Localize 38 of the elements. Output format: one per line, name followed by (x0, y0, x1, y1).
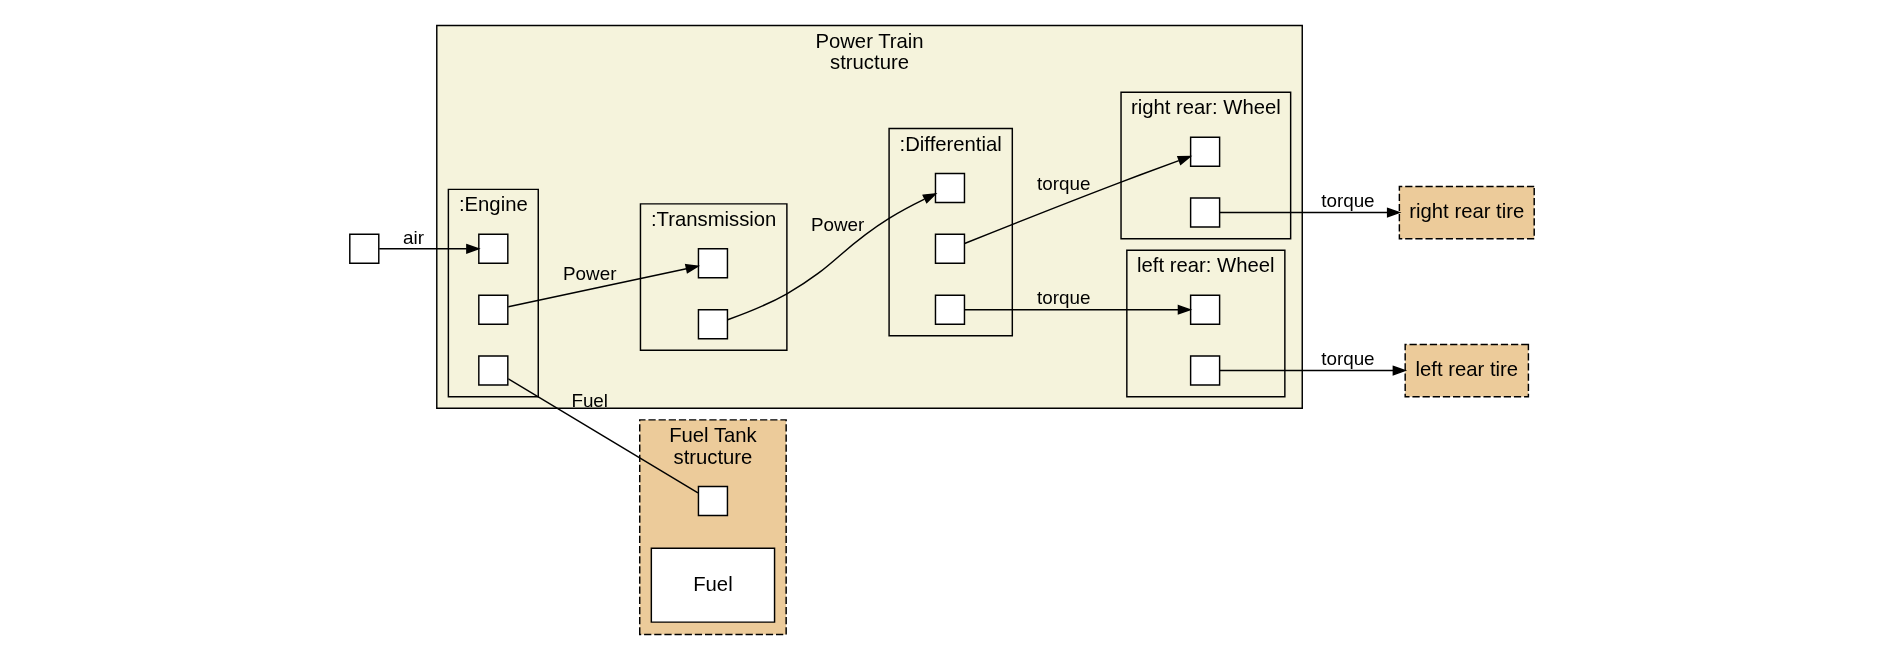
edge-label: torque (1320, 348, 1375, 370)
edge-label: Power (562, 262, 616, 284)
connector (507, 378, 699, 494)
node-box: right rear tire (1398, 185, 1535, 240)
node-box (1189, 197, 1220, 228)
node-box (477, 233, 509, 265)
arrow (726, 192, 937, 321)
cluster: :Transmission (639, 203, 788, 352)
cluster: :Engine (447, 188, 539, 398)
edge-label: Power (810, 213, 864, 235)
arrow (963, 155, 1192, 245)
arrow (963, 304, 1192, 315)
node-box (1189, 136, 1220, 167)
node-box (934, 172, 965, 204)
node-box (697, 485, 728, 517)
node-box (934, 233, 965, 265)
node-box (697, 248, 728, 279)
node-box (697, 308, 728, 340)
node-box (477, 355, 509, 386)
cluster: right rear: Wheel (1119, 91, 1291, 240)
edge-label: torque (1036, 287, 1090, 309)
arrow (1218, 207, 1401, 218)
edge-label: torque (1036, 172, 1090, 194)
node-box (1189, 355, 1220, 386)
node-box (348, 233, 379, 265)
arrow (1218, 365, 1407, 376)
node-box (934, 294, 965, 325)
node-box: left rear tire (1403, 343, 1529, 398)
node-box: Fuel (650, 547, 775, 623)
arrow (507, 263, 700, 308)
cluster: :Differential (887, 127, 1013, 337)
arrow (378, 243, 481, 254)
edge-label: air (402, 226, 424, 248)
node-box (1189, 294, 1220, 325)
edge-label: torque (1320, 190, 1375, 212)
node-box (477, 294, 509, 325)
edge-label: Fuel (570, 390, 608, 412)
cluster: left rear: Wheel (1125, 249, 1286, 398)
